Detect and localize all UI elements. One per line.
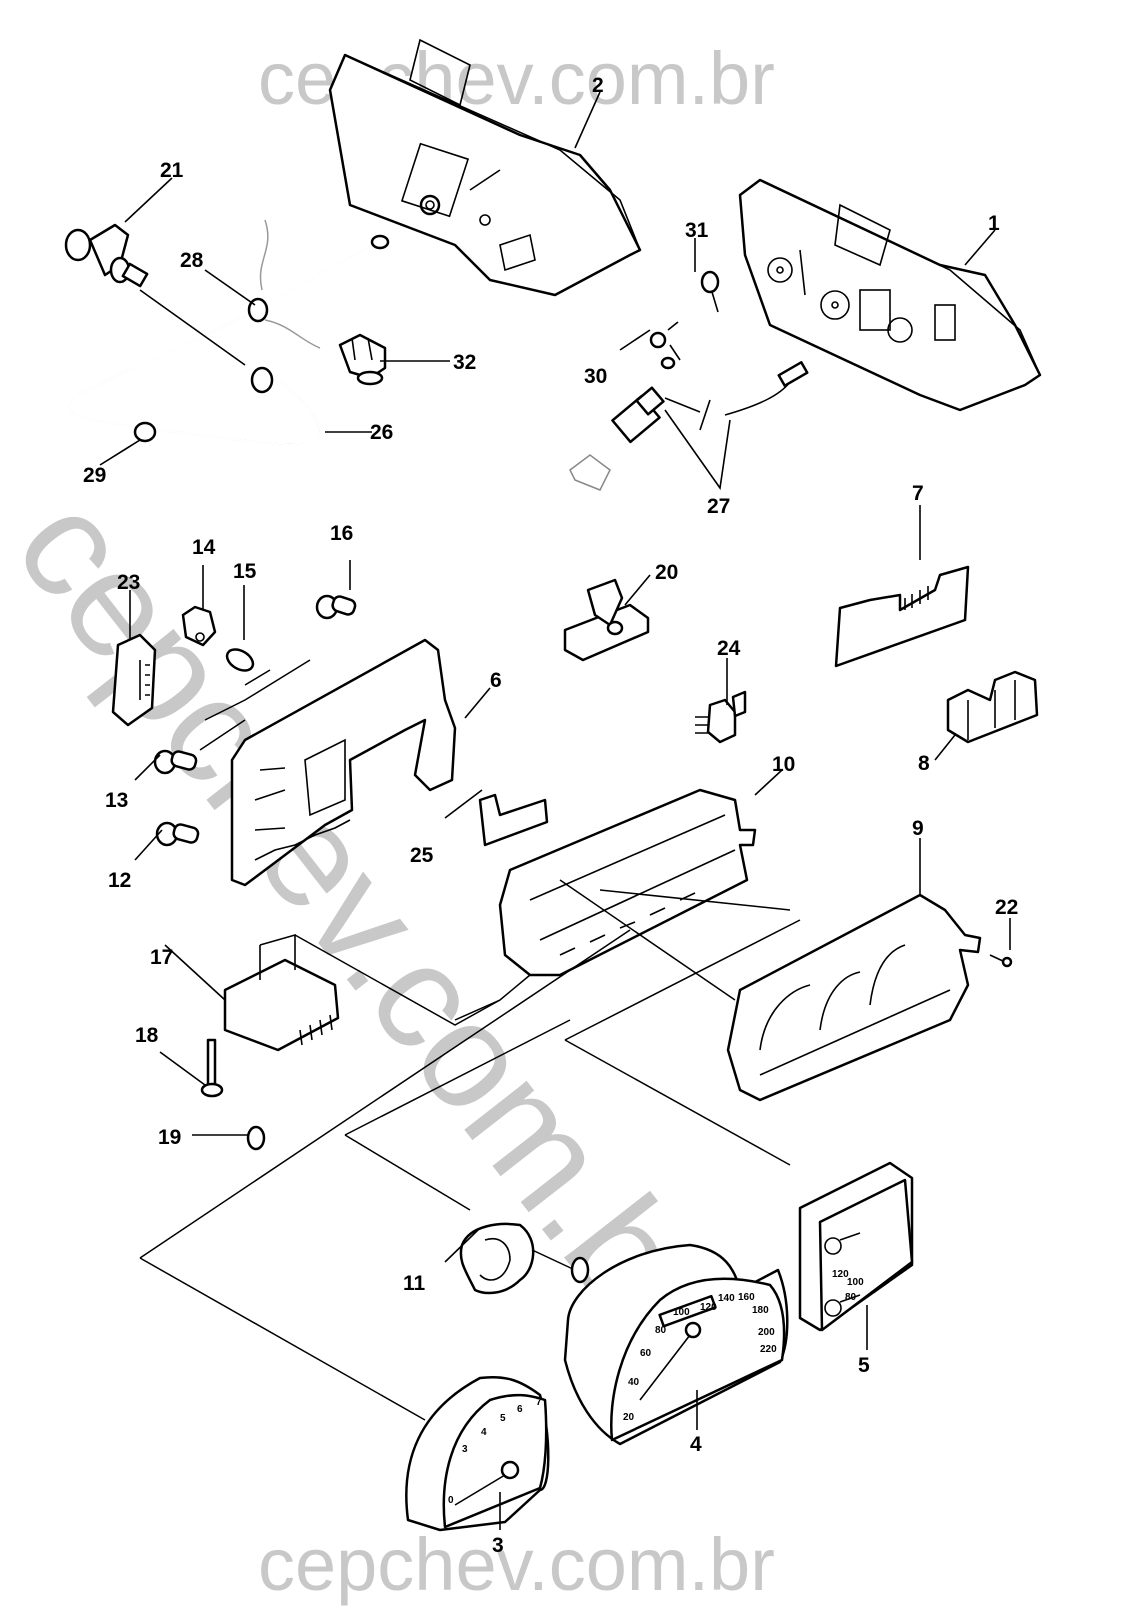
svg-text:160: 160 bbox=[738, 1292, 755, 1303]
callout-28: 28 bbox=[180, 249, 204, 272]
callout-26: 26 bbox=[370, 421, 394, 444]
callout-13: 13 bbox=[105, 789, 129, 812]
part-12-socket bbox=[155, 821, 200, 847]
svg-text:7: 7 bbox=[536, 1397, 542, 1408]
callout-5: 5 bbox=[858, 1354, 870, 1377]
callout-18: 18 bbox=[135, 1024, 159, 1047]
callout-15: 15 bbox=[233, 560, 257, 583]
svg-text:100: 100 bbox=[673, 1307, 690, 1318]
callout-23: 23 bbox=[117, 571, 141, 594]
callout-32: 32 bbox=[453, 351, 477, 374]
callout-21: 21 bbox=[160, 159, 184, 182]
callout-20: 20 bbox=[655, 561, 679, 584]
svg-text:4: 4 bbox=[481, 1427, 487, 1438]
svg-text:80: 80 bbox=[655, 1325, 667, 1336]
part-6-pcb bbox=[199, 638, 457, 887]
svg-text:120: 120 bbox=[832, 1269, 849, 1280]
part-11-retainer bbox=[459, 1222, 535, 1295]
svg-text:6: 6 bbox=[517, 1404, 523, 1415]
part-8-holder bbox=[946, 670, 1039, 744]
callout-7: 7 bbox=[912, 482, 924, 505]
part-32-retainer bbox=[338, 333, 387, 386]
callout-27: 27 bbox=[707, 495, 731, 518]
part-20-switch bbox=[563, 578, 650, 662]
part-19-bulb bbox=[246, 1125, 266, 1151]
callout-19: 19 bbox=[158, 1126, 182, 1149]
part-2-housing bbox=[328, 38, 642, 297]
callout-3: 3 bbox=[492, 1534, 504, 1557]
svg-text:80: 80 bbox=[845, 1292, 857, 1303]
svg-text:40: 40 bbox=[628, 1377, 640, 1388]
part-18-screw bbox=[200, 1038, 224, 1098]
callout-9: 9 bbox=[912, 817, 924, 840]
part-24-relay bbox=[695, 690, 747, 744]
part-3-tachometer: 0 3 4 5 6 7 bbox=[405, 1375, 550, 1532]
part-5-fuel-temp-gauge: 80 100 120 bbox=[798, 1161, 914, 1332]
svg-text:0: 0 bbox=[448, 1495, 454, 1506]
svg-text:20: 20 bbox=[623, 1412, 635, 1423]
part-22-screw bbox=[989, 954, 1013, 968]
svg-text:180: 180 bbox=[752, 1305, 769, 1316]
callout-10: 10 bbox=[772, 753, 796, 776]
leader-lines bbox=[99, 91, 1011, 1530]
callout-24: 24 bbox=[717, 637, 741, 660]
svg-text:140: 140 bbox=[718, 1293, 735, 1304]
callout-1: 1 bbox=[988, 212, 1000, 235]
callout-2: 2 bbox=[592, 74, 604, 97]
part-21-drive-gear bbox=[64, 223, 149, 288]
svg-text:60: 60 bbox=[640, 1348, 652, 1359]
callout-22: 22 bbox=[995, 896, 1019, 919]
watermark-bottom: cepchev.com.br bbox=[258, 1523, 775, 1606]
part-25-insulator bbox=[478, 793, 549, 847]
callout-31: 31 bbox=[685, 219, 709, 242]
explode-lines bbox=[139, 919, 801, 1421]
part-4-speedometer: 20 40 60 80 100 120 140 160 180 200 220 bbox=[563, 1243, 789, 1446]
callout-12: 12 bbox=[108, 869, 132, 892]
part-13-socket bbox=[153, 749, 198, 775]
part-17-stabilizer bbox=[223, 933, 501, 1052]
svg-text:120: 120 bbox=[700, 1302, 717, 1313]
svg-text:220: 220 bbox=[760, 1344, 777, 1355]
svg-text:5: 5 bbox=[500, 1413, 506, 1424]
callout-25: 25 bbox=[410, 844, 434, 867]
part-27-sensor-harness bbox=[569, 361, 809, 491]
part-30-terminal-clip bbox=[649, 321, 681, 370]
part-23-connector bbox=[111, 633, 157, 727]
callout-29: 29 bbox=[83, 464, 107, 487]
callout-8: 8 bbox=[918, 752, 930, 775]
callout-11: 11 bbox=[403, 1272, 426, 1295]
part-1-housing bbox=[738, 178, 1042, 412]
svg-text:200: 200 bbox=[758, 1327, 775, 1338]
part-9-lens-frame bbox=[726, 893, 982, 1102]
callout-4: 4 bbox=[690, 1433, 702, 1456]
part-10-case bbox=[454, 788, 791, 1021]
part-29-clip bbox=[133, 421, 157, 443]
callout-17: 17 bbox=[150, 946, 174, 969]
part-14-socket bbox=[181, 605, 217, 647]
callout-16: 16 bbox=[330, 522, 354, 545]
part-16-socket bbox=[315, 594, 357, 620]
part-7-plate bbox=[834, 565, 970, 668]
callout-6: 6 bbox=[490, 669, 502, 692]
part-15-bulb bbox=[225, 648, 255, 672]
callout-30: 30 bbox=[584, 365, 608, 388]
callout-14: 14 bbox=[192, 536, 216, 559]
svg-text:100: 100 bbox=[847, 1277, 864, 1288]
svg-text:3: 3 bbox=[462, 1444, 468, 1455]
part-31-clip bbox=[700, 270, 720, 313]
